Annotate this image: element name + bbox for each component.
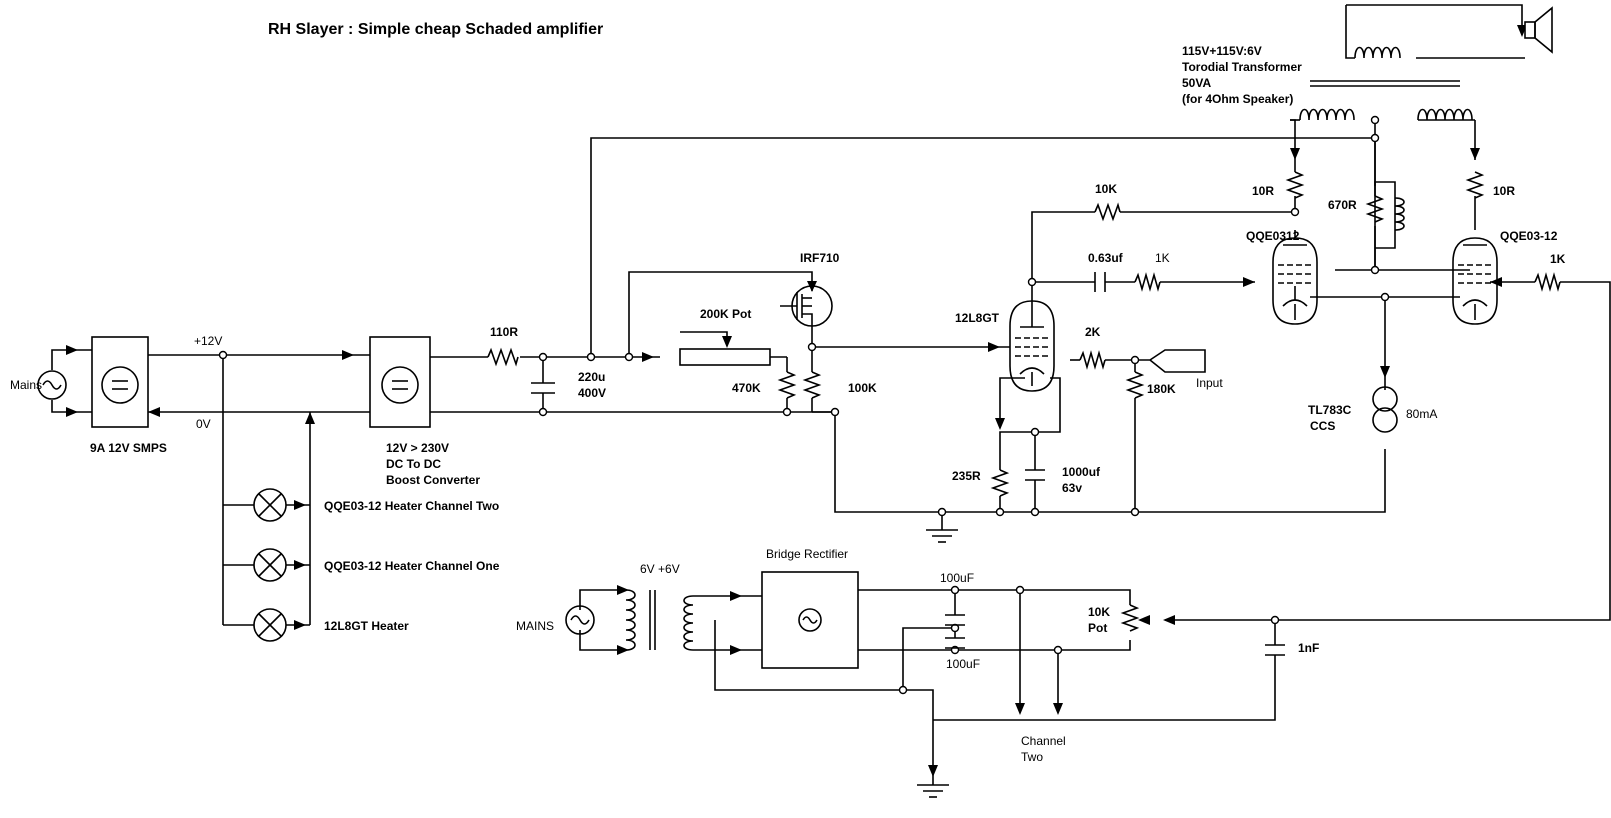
label-qqe03-12: QQE03-12 [1500,229,1558,243]
capacitor-100uf-pair [945,614,965,649]
label-irf710: IRF710 [800,251,840,265]
label-2k: 2K [1085,325,1101,339]
label-xfmr-ratio: 115V+115V:6V [1182,44,1262,58]
label-tl783c: TL783C [1308,403,1352,417]
label-0v: 0V [196,417,211,431]
label-200k-pot: 200K Pot [700,307,751,321]
label-1nf: 1nF [1298,641,1319,655]
mains-source-symbol [37,370,67,400]
resistor-100k [802,371,822,399]
label-two: Two [1021,750,1043,764]
output-transformer [1299,46,1473,121]
label-xfmr-va: 50VA [1182,76,1211,90]
label-qqe0312: QQE0312 [1246,229,1300,243]
label-heater-two: QQE03-12 Heater Channel Two [324,499,499,513]
label-boost-1: 12V > 230V [386,441,449,455]
label-400v: 400V [578,386,606,400]
label-heater-one: QQE03-12 Heater Channel One [324,559,500,573]
label-10k: 10K [1095,182,1117,196]
label-100uf-top: 100uF [940,571,974,585]
label-12l8gt: 12L8GT [955,311,1000,325]
smps-block [91,336,149,428]
label-235r: 235R [952,469,981,483]
label-0.63uf: 0.63uf [1088,251,1124,265]
label-1000uf: 1000uf [1062,465,1101,479]
pot-10k [1120,604,1150,632]
label-180k: 180K [1147,382,1176,396]
label-ccs: CCS [1310,419,1335,433]
tube-12l8gt [1009,300,1055,392]
pot-200k [679,336,771,366]
resistor-10k-feedback [1094,202,1121,222]
label-plus12v: +12V [194,334,222,348]
schematic-title: RH Slayer : Simple cheap Schaded amplifi… [268,21,603,38]
heater-lamp-channel-two [253,488,287,522]
junction-dots [218,115,1390,695]
label-470k: 470K [732,381,761,395]
resistor-10r-right [1465,171,1485,199]
label-10r-left: 10R [1252,184,1274,198]
label-10k-pot-2: Pot [1088,621,1107,635]
label-100uf-bottom: 100uF [946,657,980,671]
heater-lamp-12l8gt [253,608,287,642]
label-xfmr-type: Torodial Transformer [1182,60,1302,74]
tube-qqe03-12-right [1452,237,1498,325]
label-xfmr-note: (for 4Ohm Speaker) [1182,92,1293,106]
capacitor-1nf [1265,644,1285,656]
resistor-110r [487,347,519,367]
ground-symbol-main [926,529,958,543]
label-smps: 9A 12V SMPS [90,441,167,455]
resistor-2k [1079,350,1106,370]
ccs-tl783c [1372,386,1398,433]
label-input: Input [1196,376,1223,390]
resistor-180k [1125,371,1145,399]
resistor-235r [990,469,1010,497]
label-220u: 220u [578,370,605,384]
label-boost-2: DC To DC [386,457,441,471]
speaker-icon [1524,6,1553,54]
label-6v6v: 6V +6V [640,562,680,576]
mosfet-irf710 [780,285,833,327]
mains-source-symbol-2 [565,605,595,635]
resistor-1k-grid-b [1534,272,1561,292]
heater-lamp-channel-one [253,548,287,582]
power-transformer-6v [625,589,694,651]
tube-qqe0312-left [1272,237,1318,325]
label-1k-b: 1K [1550,252,1566,266]
label-1k-a: 1K [1155,251,1170,265]
label-10r-right: 10R [1493,184,1515,198]
bridge-rectifier-block [761,571,859,669]
label-mains: Mains [10,378,42,392]
signal-arrows [66,25,1527,777]
capacitor-220u [531,382,555,394]
label-110r: 110R [490,325,518,339]
boost-converter-block [369,336,431,428]
label-10k-pot-1: 10K [1088,605,1110,619]
label-80ma: 80mA [1406,407,1437,421]
capacitor-0.63uf [1094,272,1106,292]
resistor-1k-grid-a [1134,272,1161,292]
relay-coil [1394,197,1405,231]
label-heater-12l8: 12L8GT Heater [324,619,409,633]
label-670r: 670R [1328,198,1357,212]
label-channel: Channel [1021,734,1066,748]
label-bridge-rectifier: Bridge Rectifier [766,547,848,561]
resistor-670r [1365,186,1385,248]
label-100k: 100K [848,381,877,395]
label-boost-3: Boost Converter [386,473,480,487]
label-63v: 63v [1062,481,1082,495]
label-mains-2: MAINS [516,619,554,633]
resistor-470k [777,371,797,399]
ground-symbol-psu [917,784,949,798]
capacitor-1000uf [1025,469,1045,481]
resistor-10r-left [1285,171,1305,199]
